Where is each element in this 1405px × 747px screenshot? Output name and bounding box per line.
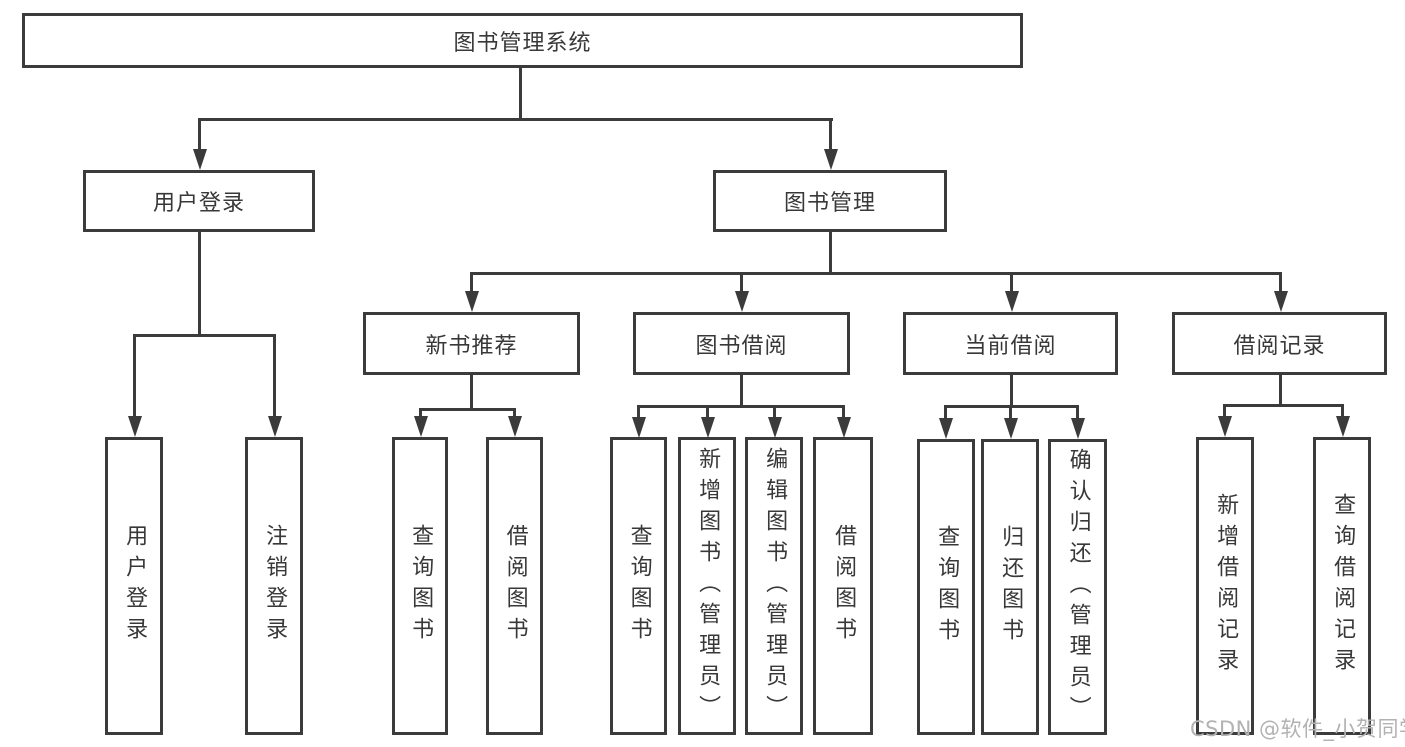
leaf-current-query-book-label: 查询图书 [934, 525, 960, 649]
leaf-records-query-record: 查询借阅记录 [1313, 437, 1371, 735]
connector-line [1010, 272, 1013, 294]
node-borrow-records: 借阅记录 [1172, 312, 1387, 375]
node-root: 图书管理系统 [22, 13, 1023, 68]
leaf-records-add-record-label: 新增借阅记录 [1213, 493, 1239, 679]
leaf-logout-label: 注销登录 [262, 524, 288, 648]
arrowhead-down-icon [464, 291, 479, 312]
connector-line [470, 272, 1282, 275]
connector-line [1009, 405, 1012, 421]
node-new-book-recommend-label: 新书推荐 [425, 333, 518, 359]
leaf-borrowing-borrow-book-label: 借阅图书 [831, 524, 857, 648]
node-book-management: 图书管理 [713, 170, 947, 232]
leaf-recommend-query-book-label: 查询图书 [408, 524, 434, 648]
node-current-borrowing: 当前借阅 [903, 312, 1118, 375]
connector-line [1223, 404, 1226, 418]
connector-line [740, 373, 743, 408]
node-user-login-label: 用户登录 [152, 191, 245, 216]
connector-line [842, 405, 845, 419]
leaf-borrowing-borrow-book: 借阅图书 [813, 437, 873, 735]
connector-line [133, 334, 136, 418]
leaf-current-return-book-label: 归还图书 [998, 525, 1024, 649]
leaf-borrowing-edit-book-admin-label: 编辑图书（管理员） [762, 446, 788, 726]
node-new-book-recommend: 新书推荐 [363, 312, 580, 375]
arrowhead-down-icon [1070, 418, 1085, 439]
leaf-recommend-query-book: 查询图书 [392, 437, 448, 735]
arrowhead-down-icon [413, 416, 428, 437]
connector-line [519, 68, 522, 121]
arrowhead-down-icon [700, 417, 715, 438]
connector-line [470, 373, 473, 411]
node-root-label: 图书管理系统 [453, 30, 592, 56]
connector-line [1223, 404, 1344, 407]
leaf-logout: 注销登录 [245, 437, 303, 735]
leaf-borrowing-query-book-label: 查询图书 [626, 524, 652, 648]
arrowhead-down-icon [1335, 416, 1350, 437]
arrowhead-down-icon [507, 416, 522, 437]
connector-line [944, 405, 947, 421]
node-book-borrowing: 图书借阅 [633, 312, 850, 375]
connector-line [637, 405, 640, 419]
connector-line [740, 272, 743, 294]
connector-line [198, 230, 201, 337]
leaf-borrowing-query-book: 查询图书 [610, 437, 667, 735]
arrowhead-down-icon [1273, 291, 1288, 312]
arrowhead-down-icon [938, 418, 953, 439]
leaf-recommend-borrow-book: 借阅图书 [486, 437, 543, 735]
leaf-current-query-book: 查询图书 [917, 439, 975, 735]
connector-line [419, 408, 422, 420]
leaf-current-confirm-return-admin-label: 确认归还（管理员） [1065, 447, 1091, 727]
connector-line [419, 408, 516, 411]
arrowhead-down-icon [836, 417, 851, 438]
leaf-user-login: 用户登录 [105, 437, 163, 735]
connector-line [198, 118, 833, 121]
connector-line [1010, 373, 1013, 408]
connector-line [829, 118, 832, 152]
leaf-records-query-record-label: 查询借阅记录 [1330, 493, 1356, 679]
leaf-records-add-record: 新增借阅记录 [1196, 437, 1254, 735]
connector-line [1279, 272, 1282, 294]
node-book-management-label: 图书管理 [783, 191, 876, 216]
connector-line [470, 272, 473, 294]
arrowhead-down-icon [767, 417, 782, 438]
connector-line [1279, 373, 1282, 407]
leaf-recommend-borrow-book-label: 借阅图书 [502, 524, 528, 648]
leaf-borrowing-add-book-admin: 新增图书（管理员） [678, 437, 736, 735]
leaf-current-confirm-return-admin: 确认归还（管理员） [1048, 439, 1107, 735]
leaf-borrowing-add-book-admin-label: 新增图书（管理员） [695, 446, 721, 726]
leaf-borrowing-edit-book-admin: 编辑图书（管理员） [745, 437, 803, 735]
node-borrow-records-label: 借阅记录 [1233, 333, 1326, 359]
node-user-login: 用户登录 [83, 170, 315, 232]
node-book-borrowing-label: 图书借阅 [695, 333, 788, 359]
arrowhead-down-icon [127, 416, 142, 437]
connector-line [1076, 405, 1079, 421]
connector-line [133, 334, 276, 337]
leaf-current-return-book: 归还图书 [981, 439, 1039, 735]
arrowhead-down-icon [1004, 291, 1019, 312]
connector-line [513, 408, 516, 420]
connector-line [706, 405, 709, 419]
arrowhead-down-icon [734, 291, 749, 312]
leaf-user-login-label: 用户登录 [122, 524, 148, 648]
csdn-watermark: CSDN @软件_小贺同学 [1190, 717, 1405, 741]
arrowhead-down-icon [267, 416, 282, 437]
connector-line [198, 118, 201, 152]
connector-line [1341, 404, 1344, 418]
arrowhead-down-icon [1217, 416, 1232, 437]
connector-line [829, 230, 832, 275]
connector-line [273, 334, 276, 418]
arrowhead-down-icon [631, 417, 646, 438]
arrowhead-down-icon [192, 149, 207, 170]
arrowhead-down-icon [823, 149, 838, 170]
arrowhead-down-icon [1003, 418, 1018, 439]
node-current-borrowing-label: 当前借阅 [964, 333, 1057, 359]
connector-line [637, 405, 845, 408]
connector-line [773, 405, 776, 419]
